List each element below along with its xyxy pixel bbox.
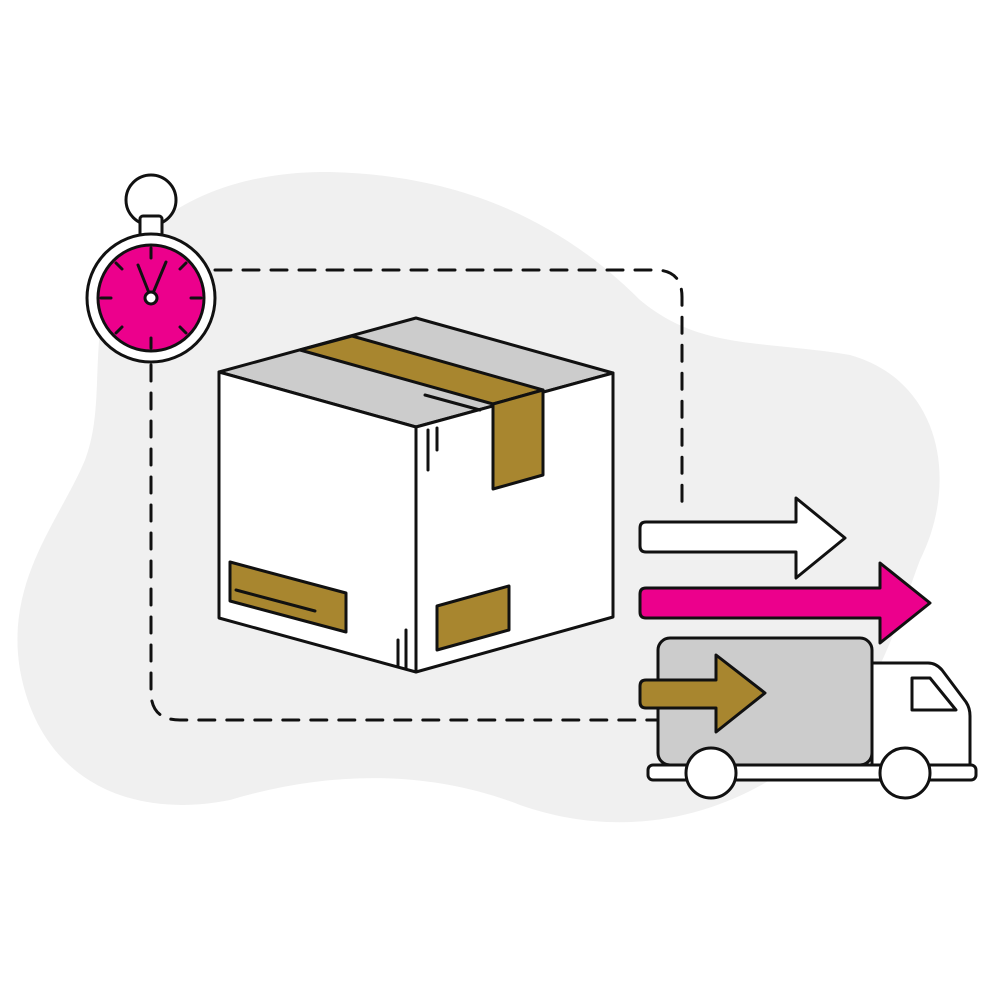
truck-wheel: [684, 746, 738, 800]
stopwatch-icon: [85, 173, 217, 364]
delivery-truck-icon: [638, 636, 978, 800]
shipping-label-right: [435, 584, 511, 652]
tape-side: [491, 388, 545, 491]
truck-wheel: [878, 746, 932, 800]
arrow-right-icon: [638, 496, 847, 580]
truck-cab: [870, 661, 972, 767]
shipping-label-left: [228, 560, 348, 634]
dashed-route: [149, 268, 684, 722]
cardboard-box-icon: [217, 316, 615, 674]
arrow-right-icon: [638, 653, 767, 734]
arrow-right-icon: [638, 561, 932, 645]
